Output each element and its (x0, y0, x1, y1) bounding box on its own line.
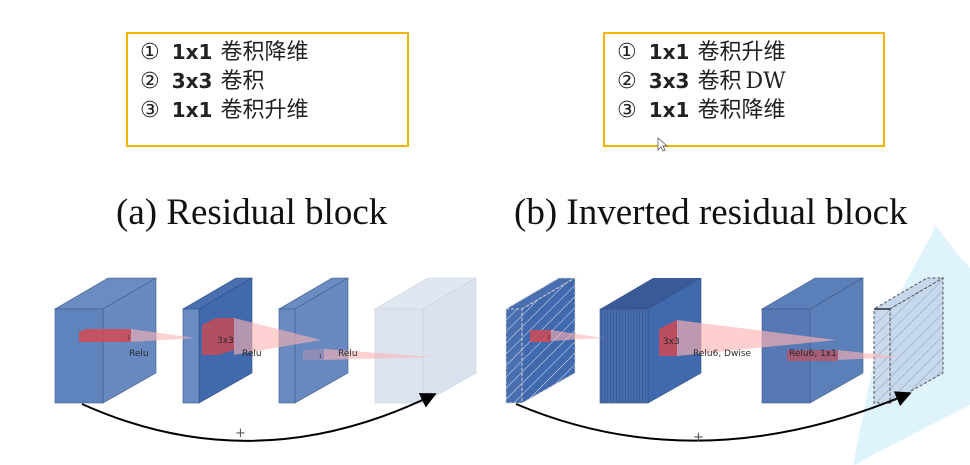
kernel-size: 3x3 (171, 69, 213, 93)
kernel-3x3 (202, 318, 234, 355)
activation-label: Relu6, 1x1 (789, 349, 837, 359)
circled-number: ③ (140, 98, 160, 123)
projection-cone (551, 330, 603, 341)
legend-text: 卷积升维 (697, 40, 786, 65)
channel-slice-line (645, 277, 699, 310)
channel-slice-line (619, 277, 673, 310)
kernel-1x1 (303, 349, 324, 360)
kernel-size: 1x1 (648, 98, 690, 122)
channel-slice-line (636, 277, 690, 310)
legend-text: 卷积降维 (697, 98, 786, 123)
channel-slice-line (642, 277, 696, 310)
legend-line-1: ① 1x1 卷积降维 (140, 38, 407, 67)
kernel-label: 1 (319, 354, 322, 360)
channel-slice-line (601, 277, 656, 310)
legend-text: 卷积 (697, 69, 742, 94)
kernel-1x1 (530, 330, 551, 342)
channel-slice-line (627, 277, 682, 310)
channel-slice-line (610, 277, 664, 310)
channel-slice-line (633, 277, 688, 310)
kernel-size: 3x3 (648, 69, 690, 93)
conv-label: 3x3 (663, 337, 680, 347)
legend-text: 卷积降维 (220, 40, 309, 65)
activation-label: Relu (129, 349, 149, 359)
kernel-1x1 (79, 329, 131, 342)
caption-residual-block: (a) Residual block (116, 192, 388, 233)
legend-text: 卷积 (220, 69, 265, 94)
legend-line-3: ③ 1x1 卷积降维 (617, 96, 883, 125)
projection-cone (677, 320, 836, 356)
projection-cone (838, 350, 900, 360)
circled-number: ① (617, 40, 637, 65)
add-sign: + (235, 426, 246, 441)
circled-number: ② (617, 69, 637, 94)
skip-connection-arrow (81, 393, 437, 442)
kernel-label: 1 (547, 335, 550, 341)
channel-slice-line (613, 277, 667, 310)
legend-residual: ① 1x1 卷积降维 ② 3x3 卷积 ③ 1x1 卷积升维 (126, 32, 409, 147)
kernel-size: 1x1 (648, 40, 690, 64)
channel-slice-line (630, 277, 685, 310)
channel-slice-line (607, 277, 661, 310)
conv-label: 3x3 (217, 336, 234, 346)
kernel-3x3 (659, 320, 677, 356)
kernel-size: 1x1 (171, 98, 213, 122)
activation-label: Relu (338, 349, 358, 359)
activation-label: Relu6, Dwise (693, 349, 752, 359)
projection-cone (131, 329, 195, 342)
legend-text: 卷积升维 (220, 98, 309, 123)
mouse-cursor-icon (657, 137, 669, 152)
kernel-label: 1 (127, 335, 130, 341)
channel-slice-line (625, 277, 679, 310)
legend-line-1: ① 1x1 卷积升维 (617, 38, 883, 67)
channel-slice-line (616, 277, 670, 310)
channel-slice-line (604, 277, 659, 310)
kernel-size: 1x1 (171, 40, 213, 64)
caption-inverted-residual-block: (b) Inverted residual block (514, 192, 908, 233)
circled-number: ③ (617, 98, 637, 123)
kernel-1x1 (787, 350, 838, 361)
inverted-residual-block-diagram: 1 3x3 Relu6, Dwise Relu6, 1x1 + (504, 277, 945, 445)
skip-connection-arrow (515, 391, 912, 442)
activation-label: Relu (242, 349, 262, 359)
circled-number: ② (140, 69, 160, 94)
add-sign: + (693, 430, 704, 445)
tensor-block-output (373, 277, 478, 404)
channel-slice-line (622, 277, 676, 310)
residual-block-diagram: 1 3x3 1 Relu Relu Relu + (53, 277, 478, 442)
channel-slice-line (639, 277, 693, 310)
tensor-block-output (872, 277, 945, 404)
circled-number: ① (140, 40, 160, 65)
legend-line-2: ② 3x3 卷积 (140, 67, 407, 96)
legend-line-3: ③ 1x1 卷积升维 (140, 96, 407, 125)
projection-cone (234, 318, 321, 355)
projection-cone (324, 349, 433, 360)
legend-extra: DW (745, 69, 786, 94)
